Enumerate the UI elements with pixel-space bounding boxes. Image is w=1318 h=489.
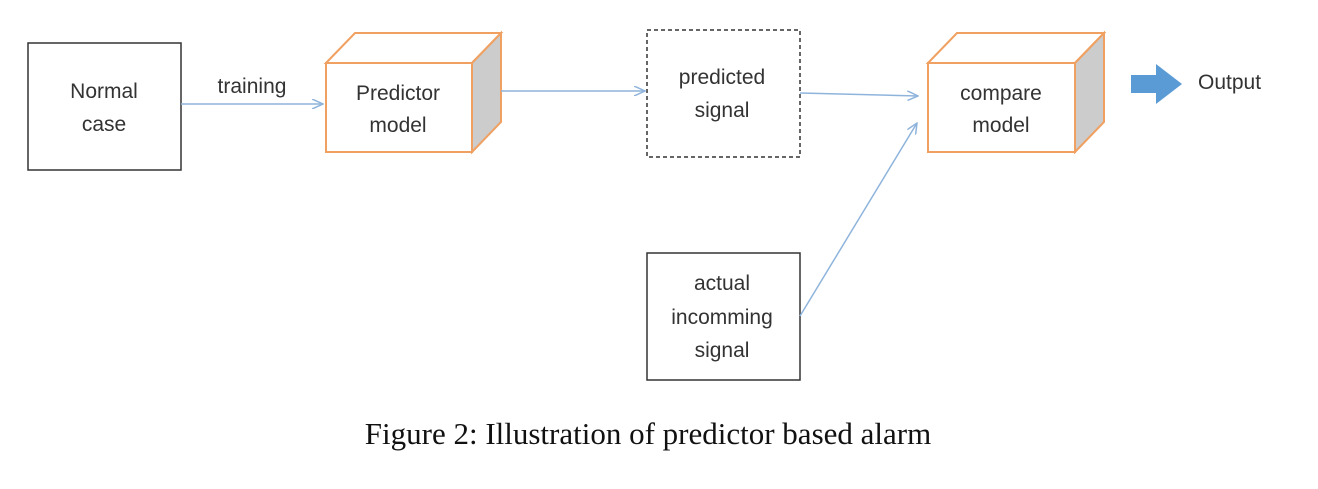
actual-signal-label-line3: signal: [695, 339, 750, 362]
output-label: Output: [1198, 71, 1261, 94]
predicted-to-compare-edge: [799, 93, 918, 96]
compare-model-node: compare model: [925, 30, 1107, 155]
predictor-model-label-line1: Predictor: [356, 82, 440, 105]
normal-case-node: Normal case: [27, 42, 182, 171]
training-edge: training: [181, 75, 323, 104]
figure-caption: Figure 2: Illustration of predictor base…: [365, 416, 931, 451]
predictor-model-node: Predictor model: [323, 30, 504, 155]
predicted-signal-label-line1: predicted: [679, 66, 765, 89]
predictor-model-label-line2: model: [369, 114, 426, 137]
actual-signal-label-line2: incomming: [671, 306, 773, 329]
normal-case-label-line1: Normal: [70, 80, 138, 103]
training-edge-label: training: [218, 75, 287, 98]
compare-model-label-line1: compare: [960, 82, 1042, 105]
predicted-signal-label-line2: signal: [695, 99, 750, 122]
output-arrow-icon: [1131, 64, 1182, 104]
actual-signal-label-line1: actual: [694, 272, 750, 295]
compare-model-label-line2: model: [972, 114, 1029, 137]
actual-signal-node: actual incomming signal: [646, 252, 801, 381]
predicted-signal-node: predicted signal: [646, 29, 801, 158]
normal-case-label-line2: case: [82, 113, 126, 136]
actual-to-compare-edge: [799, 123, 917, 317]
